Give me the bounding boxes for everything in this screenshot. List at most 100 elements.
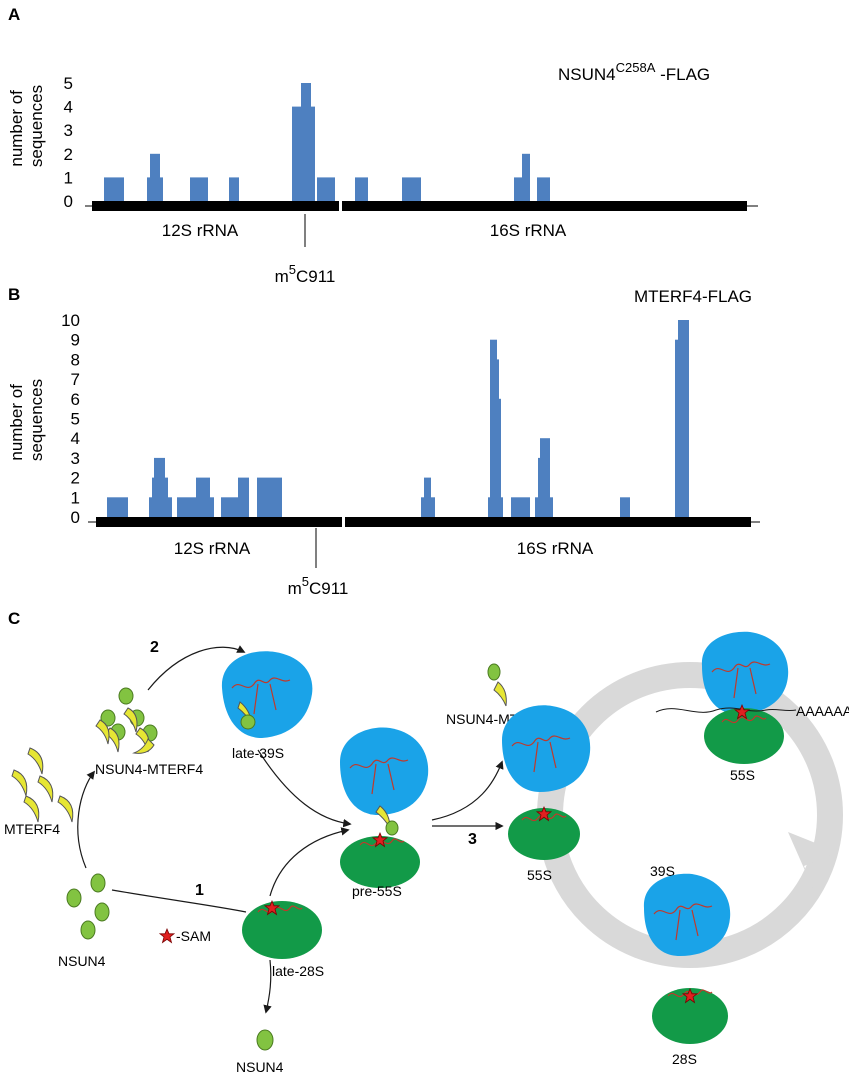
arrow-step2 [147,645,246,691]
bar [675,339,678,517]
panel-b-marker-tail: C911 [309,579,348,598]
panel-a-marker-label: m5C911 [275,262,336,286]
label-step-1: 1 [195,882,204,899]
panel-a-break-mark [339,200,342,212]
panel-a-marker-base: m [275,267,289,286]
panel-a-letter: A [8,5,20,24]
ribosome-55s-top [655,631,797,764]
arrow-late39s-to-pre55s [257,749,352,828]
rrna-squiggle [711,661,771,699]
ytick-label: 10 [61,311,80,330]
nsun4-free-group [66,873,110,940]
bar [431,497,435,517]
panel-a-bars [104,83,550,201]
bar [149,497,152,517]
large-subunit-shape [502,705,591,792]
nsun4-protein-icon [240,714,256,730]
bar [168,497,172,517]
ytick-label: 0 [64,192,73,211]
mterf4-protein-icon [95,719,110,745]
panel-c: C MTERF4 [4,609,849,1075]
large-subunit-shape [340,727,429,815]
rrna-squiggle [511,735,571,773]
panel-b-ylabel: number of sequences [7,379,46,461]
arrow-late28s-to-nsun4 [263,959,272,1014]
label-55s-top: 55S [730,767,755,783]
ribosome-55s-mid [502,705,591,860]
large-subunit-shape [643,873,731,956]
small-subunit-shape [242,901,322,959]
panel-b-region-16s: 16S rRNA [517,539,594,558]
released-complex [487,663,507,707]
bar [311,106,315,201]
panel-b-break-mark [342,516,345,528]
label-nsun4-released: NSUN4 [236,1059,284,1075]
bar [511,497,530,517]
bar [196,477,210,517]
nsun4-protein-icon [385,820,399,836]
bar [221,497,238,517]
late-28s-subunit [242,900,322,959]
bar [104,177,124,201]
nsun4-protein-icon [487,663,501,681]
pre-55s-ribosome [340,727,429,888]
rrna-squiggle [257,905,303,914]
panel-b: B MTERF4-FLAG number of sequences 012345… [7,285,760,598]
panel-a-ylabel-line2: sequences [27,85,46,167]
mterf4-protein-icon [123,707,138,733]
panel-a-marker-sup: 5 [289,262,296,277]
panel-b-marker-label: m5C911 [288,574,349,598]
nsun4-protein-icon [66,888,82,908]
label-step-3: 3 [468,831,477,848]
arrow-release-complex [431,760,504,821]
mterf4-protein-icon [132,738,155,754]
ytick-label: 1 [64,168,73,187]
nsun4-protein-icon [80,920,96,940]
late-39s-subunit [221,651,313,738]
panel-a-title-main: NSUN4 [558,65,616,84]
label-sam: -SAM [176,928,211,944]
bar [620,497,630,517]
small-subunit-shape [340,836,420,888]
arrow-nsun4-to-complex [77,770,96,869]
bar [402,177,421,201]
mterf4-protein-icon [37,775,54,803]
bar [160,177,163,201]
label-nsun4-free: NSUN4 [58,953,106,969]
bar [177,497,196,517]
bar [499,398,501,517]
panel-a-ylabel: number of sequences [7,85,46,167]
panel-b-marker-base: m [288,579,302,598]
bar [424,477,431,517]
bar [107,497,128,517]
large-subunit-shape [221,651,313,738]
ytick-label: 5 [64,74,73,93]
ytick-label: 6 [71,390,80,409]
panel-b-bars [107,320,689,517]
subunit-39s [643,873,731,956]
label-mterf4: MTERF4 [4,821,60,837]
panel-b-marker-sup: 5 [302,574,309,589]
label-39s: 39S [650,863,675,879]
panel-b-title: MTERF4-FLAG [634,287,752,306]
panel-c-letter: C [8,609,20,628]
bar [540,438,550,517]
ytick-label: 7 [71,370,80,389]
nsun4-mterf4-complex-group [95,687,158,754]
label-55s-mid: 55S [527,867,552,883]
bar [355,177,368,201]
rrna-squiggle [721,715,767,724]
bar [238,477,249,517]
label-polya: AAAAAAA [796,703,849,719]
bar [490,339,497,517]
panel-b-ylabel-line1: number of [7,384,26,461]
cycle-ring-arrowhead [788,832,838,900]
panel-b-letter: B [8,285,20,304]
ytick-label: 4 [71,429,80,448]
ytick-label: 3 [71,449,80,468]
panel-a-title-sup: C258A [616,60,656,75]
rrna-squiggle [359,838,405,847]
bar [501,497,503,517]
